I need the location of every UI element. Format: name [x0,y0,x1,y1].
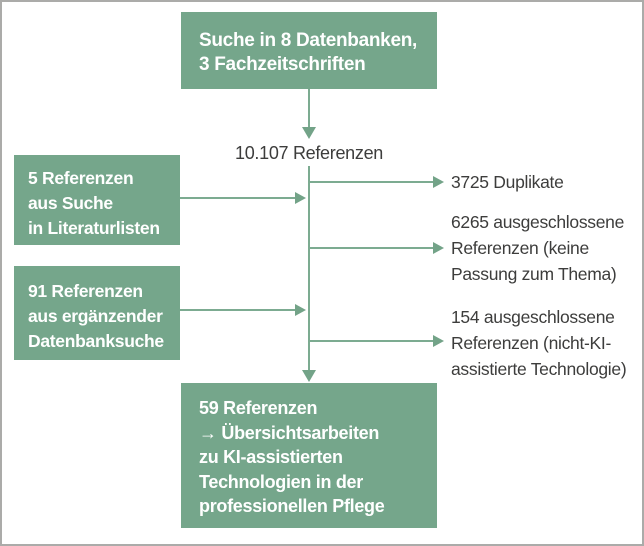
literature-list-line: 5 Referenzen [28,168,134,188]
search-sources-box: Suche in 8 Datenbanken, 3 Fachzeitschrif… [181,12,437,89]
literature-list-line: aus Suche [28,193,113,213]
topic-exclusion-label: 6265 ausgeschlossene Referenzen (keine P… [451,209,624,287]
database-search-line: 91 Referenzen [28,281,143,301]
literature-connector-line [180,197,295,199]
result-line: 59 Referenzen [199,398,318,418]
topic-exclusion-line: Referenzen (keine [451,238,589,258]
non-ai-exclusion-label: 154 ausgeschlossene Referenzen (nicht-KI… [451,304,627,382]
non-ai-exclusion-line: assistierte Technologie) [451,359,627,379]
total-references-label: 10.107 Referenzen [224,140,394,166]
arrow-right-icon [433,335,444,347]
database-connector-line [180,309,295,311]
non-ai-exclusion-line: 154 ausgeschlossene [451,307,615,327]
result-box: 59 Referenzen → Übersichtsarbeiten zu KI… [181,383,437,528]
result-line: zu KI-assistierten [199,447,343,467]
topic-exclusion-connector-line [310,247,433,249]
arrow-right-icon [295,192,306,204]
search-sources-line: 3 Fachzeitschriften [199,54,366,75]
literature-list-box: 5 Referenzen aus Suche in Literaturliste… [14,155,180,245]
duplicates-label: 3725 Duplikate [451,169,564,195]
arrow-right-icon [295,304,306,316]
duplicates-text: 3725 Duplikate [451,172,564,192]
arrow-right-icon [433,242,444,254]
arrow-down-icon [302,127,316,139]
result-line: → Übersichtsarbeiten [199,422,380,443]
duplicates-connector-line [310,181,433,183]
database-search-line: Datenbanksuche [28,331,164,351]
search-sources-line: Suche in 8 Datenbanken, [199,30,417,51]
database-search-line: aus ergänzender [28,306,163,326]
arrow-right-icon [433,176,444,188]
result-line: Technologien in der [199,471,363,492]
arrow-down-icon [302,370,316,382]
arrow-top-to-total-line [308,89,310,128]
main-flow-line [308,166,310,371]
topic-exclusion-line: 6265 ausgeschlossene [451,212,625,232]
topic-exclusion-line: Passung zum Thema) [451,264,617,284]
total-references-text: 10.107 Referenzen [234,143,383,163]
non-ai-exclusion-connector-line [310,340,433,342]
literature-list-line: in Literaturlisten [28,218,160,238]
result-line: professionellen Pflege [199,496,385,516]
non-ai-exclusion-line: Referenzen (nicht-KI- [451,333,612,353]
database-search-box: 91 Referenzen aus ergänzender Datenbanks… [14,266,180,360]
